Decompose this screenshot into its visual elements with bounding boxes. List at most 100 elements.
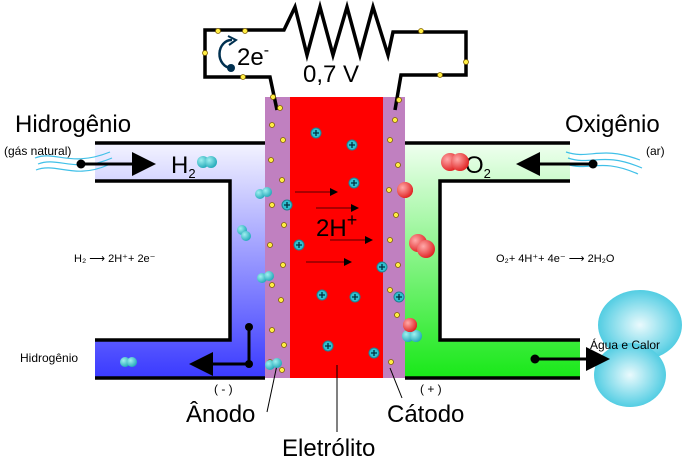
electron-count-label: 2e- [237,42,269,71]
atom [120,357,130,367]
anode-polarity: ( - ) [214,382,233,396]
plus-icon [349,142,355,148]
electron-dot [387,237,393,243]
atom [127,357,137,367]
atom [205,156,217,168]
atom [451,153,469,171]
plus-icon [371,350,377,356]
plus-icon [313,130,319,136]
hydrogen-molecule [237,225,251,241]
hydrogen-molecule [255,187,272,199]
cathode-polarity: ( + ) [420,382,442,396]
voltage-label: 0,7 V [303,61,359,88]
electron-dot [386,187,392,193]
electron-dot [418,28,424,34]
electron-dot [280,137,286,143]
electron-dot [267,242,273,248]
electron-dot [242,28,248,34]
proton-ion [316,289,328,301]
hydrogen-molecule [402,330,422,342]
hydrogen-input-subtitle: (gás natural) [4,144,71,158]
water-heat-cloud [594,290,682,407]
electron-dot [269,327,275,333]
atom [241,231,251,241]
electron-dot [394,312,400,318]
atom [410,330,422,342]
external-circuit-wire [203,0,468,111]
electron-dot [278,297,284,303]
proton-ion [293,239,305,251]
hydrogen-wind-icon [34,151,113,172]
proton-ion [376,261,388,273]
oxygen-molecule [441,153,469,171]
anode-label: Ânodo [186,401,255,428]
hydrogen-molecule [265,358,282,370]
proton-label: 2H+ [316,210,357,242]
atom [403,318,417,332]
hydrogen-molecule [257,271,274,283]
oxygen-input-subtitle: (ar) [646,144,665,158]
electron-dot [202,50,208,56]
electron-dot [240,74,246,80]
electron-dot [281,222,287,228]
electron-dot [270,94,276,100]
electron-dot [463,59,469,65]
electron-dot [395,262,401,268]
proton-ion [310,127,322,139]
o2-label: O2 [465,152,491,181]
electron-dot [277,105,283,111]
water-heat-label: Água e Calor [590,337,660,352]
electron-dot [387,137,393,143]
electron-dot [269,202,275,208]
electron-flow-arrow-icon [218,38,233,70]
electron-dot [395,162,401,168]
proton-ions [281,127,405,359]
anode-electrode [265,97,290,378]
plus-icon [351,180,357,186]
electron-dot [437,72,443,78]
electron-dot [396,97,402,103]
hydrogen-molecule [197,156,217,168]
anode-channel-walls [95,141,265,380]
h2-label: H2 [171,152,196,181]
proton-ion [281,199,293,211]
plus-icon [319,292,325,298]
atom [272,358,282,368]
atom [397,182,413,198]
oxygen-input-title: Oxigênio [565,111,660,138]
electron-dot [268,157,274,163]
electron-dot [279,367,285,373]
cathode-reaction: O₂+ 4H⁺+ 4e⁻ ⟶ 2H₂O [496,253,615,265]
hydrogen-input-title: Hidrogênio [15,111,131,138]
electron-dot [388,359,394,365]
proton-ion [393,291,405,303]
electron-dots [202,28,469,373]
proton-ion [348,177,360,189]
oxygen-molecule [397,182,413,198]
gas-molecules [120,153,469,370]
cathode-electrode [383,97,405,378]
proton-ion [322,340,334,352]
electron-dot [269,282,275,288]
electrolyte-label: Eletrólito [282,435,375,462]
hydrogen-outlet-label: Hidrogênio [20,351,78,365]
atom [417,240,435,258]
oxygen-molecule [409,234,435,258]
electron-dot [392,117,398,123]
plus-icon [325,343,331,349]
electron-dot [269,122,275,128]
proton-ion [349,291,361,303]
hydrogen-molecule [120,357,137,367]
plus-icon [296,242,302,248]
proton-ion [368,347,380,359]
atom [264,271,274,281]
electron-dot [387,287,393,293]
atom [262,187,272,197]
cathode-label: Cátodo [387,401,464,428]
proton-flow-arrows [295,188,373,266]
proton-ion [346,139,358,151]
plus-icon [379,264,385,270]
cathode-channel-walls [405,141,580,380]
electron-dot [280,262,286,268]
